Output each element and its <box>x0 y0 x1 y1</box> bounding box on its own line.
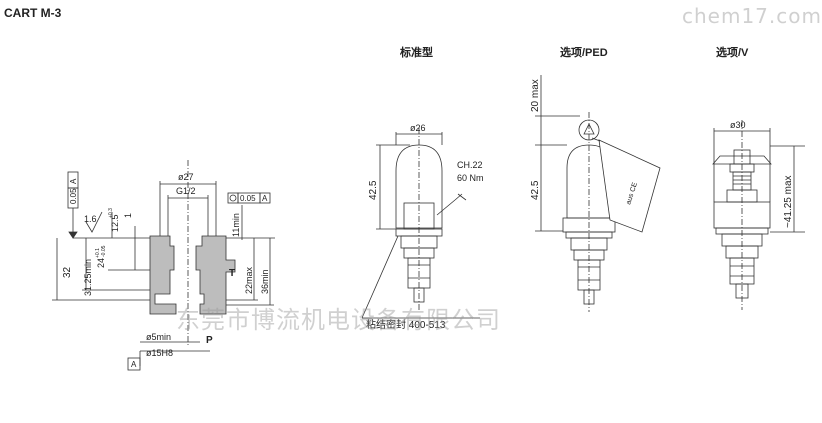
v-d30-label: ø30 <box>730 120 746 130</box>
torque-label: 60 Nm <box>457 173 484 183</box>
technical-drawing: 0.05 A 1.6 ø27 G1/2 0.05 A 12.5 +0.3 1 2… <box>52 75 805 371</box>
header-standard: 标准型 <box>400 47 433 59</box>
v-h4125-label: ~41.25 max <box>783 175 794 228</box>
tol2-label: 0.05 <box>240 194 256 203</box>
roughness-label: 1.6 <box>84 214 97 224</box>
v-valve <box>712 120 805 310</box>
watermark-bottom: 东莞市博流机电设备有限公司 <box>176 306 501 334</box>
ped-h425-label: 42.5 <box>530 180 541 200</box>
page-title: CART M-3 <box>4 6 62 20</box>
thread-label: G1/2 <box>176 186 196 196</box>
dim-24-label: 24 <box>96 258 106 268</box>
cavity-drawing <box>52 160 275 371</box>
standard-cap <box>395 144 443 229</box>
header-ped: 选项/PED <box>560 47 608 59</box>
std-d26-label: ø26 <box>410 123 426 133</box>
d27-label: ø27 <box>178 172 194 182</box>
dim-36-label: 36min <box>260 269 270 294</box>
ped-h20-label: 20 max <box>530 79 541 112</box>
standard-valve <box>361 128 480 319</box>
cavity-body-right <box>195 235 236 315</box>
datum-bottom-label: A <box>131 360 137 369</box>
dim-3125-label: 31.25min <box>83 259 93 296</box>
watermark-top: chem17.com <box>682 4 822 28</box>
dim-24-tol-upper: +0.1 <box>95 248 101 258</box>
std-h425-label: 42.5 <box>368 180 379 200</box>
datum-right-label: A <box>262 194 268 203</box>
datum-label: A <box>69 178 78 184</box>
ped-tag <box>598 139 661 233</box>
dim-32-label: 32 <box>62 266 73 278</box>
cavity-body-left <box>149 235 177 315</box>
position-symbol-icon <box>229 194 237 202</box>
ch22-label: CH.22 <box>457 160 483 170</box>
seal-label: 粘结密封 400-513 <box>366 318 446 331</box>
dim-1-label: 1 <box>123 213 133 218</box>
d15-label: ø15H8 <box>146 348 173 358</box>
ped-valve <box>535 75 661 312</box>
dim-125-tol: +0.3 <box>108 208 114 218</box>
header-v: 选项/V <box>716 47 749 59</box>
d5-label: ø5min <box>146 332 171 342</box>
port-p-label: P <box>206 335 213 346</box>
tol1-label: 0.05 <box>69 188 78 204</box>
dim-125-label: 12.5 <box>110 214 120 232</box>
dim-22-label: 22max <box>244 266 254 294</box>
port-t-label: T <box>229 268 235 279</box>
dim-24-tol-lower: -0.05 <box>101 245 107 257</box>
dim-11-label: 11min <box>231 213 241 237</box>
